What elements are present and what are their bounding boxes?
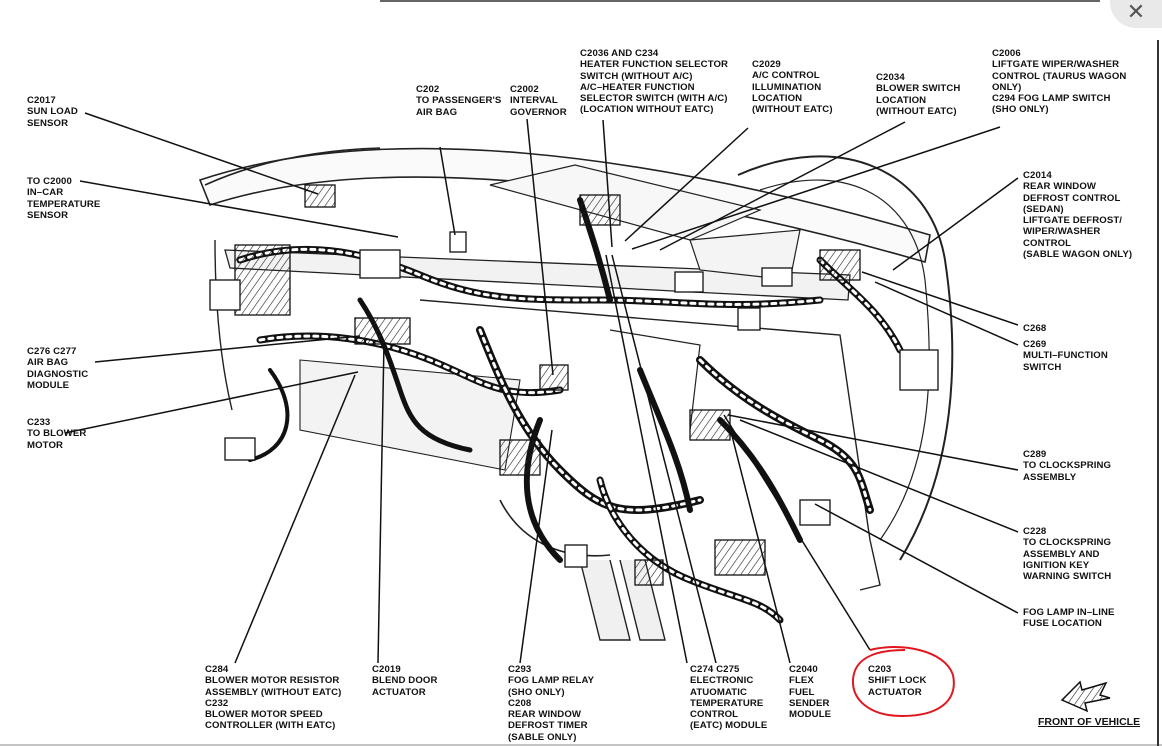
connectors bbox=[209, 184, 939, 586]
label-c293-fog-lamp-relay: C293 FOG LAMP RELAY (SHO ONLY) C208 REAR… bbox=[508, 664, 595, 743]
label-c268: C268 bbox=[1023, 323, 1047, 334]
label-c2014-rear-defrost: C2014 REAR WINDOW DEFROST CONTROL (SEDAN… bbox=[1023, 170, 1133, 261]
label-c2036-heater-selector: C2036 AND C234 HEATER FUNCTION SELECTOR … bbox=[580, 48, 729, 116]
label-fog-lamp-fuse: FOG LAMP IN–LINE FUSE LOCATION bbox=[1023, 607, 1115, 630]
front-of-vehicle-label: FRONT OF VEHICLE bbox=[1038, 716, 1141, 728]
highlight-circle bbox=[851, 646, 955, 718]
label-c2002-interval-governor: C2002 INTERVAL GOVERNOR bbox=[510, 84, 567, 118]
label-c203-shift-lock: C203 SHIFT LOCK ACTUATOR bbox=[868, 664, 927, 698]
label-c2034-blower-switch: C2034 BLOWER SWITCH LOCATION (WITHOUT EA… bbox=[876, 72, 961, 117]
label-c2017-sun-load-sensor: C2017 SUN LOAD SENSOR bbox=[27, 95, 78, 129]
close-button[interactable]: ✕ bbox=[1110, 0, 1162, 28]
close-icon: ✕ bbox=[1126, 0, 1146, 25]
label-c269-multi-function-switch: C269 MULTI–FUNCTION SWITCH bbox=[1023, 339, 1108, 373]
leader-lines bbox=[64, 112, 1019, 664]
harness-bundles bbox=[236, 197, 904, 624]
label-c2000-in-car-temp-sensor: TO C2000 IN–CAR TEMPERATURE SENSOR bbox=[27, 176, 101, 221]
label-c2019-blend-door: C2019 BLEND DOOR ACTUATOR bbox=[372, 664, 438, 698]
label-c276-air-bag-module: C276 C277 AIR BAG DIAGNOSTIC MODULE bbox=[27, 346, 89, 391]
label-c233-blower-motor: C233 TO BLOWER MOTOR bbox=[27, 417, 87, 451]
label-c2040-flex-fuel: C2040 FLEX FUEL SENDER MODULE bbox=[789, 664, 832, 721]
label-c202-passenger-air-bag: C202 TO PASSENGER'S AIR BAG bbox=[416, 84, 502, 118]
label-c2029-ac-illumination: C2029 A/C CONTROL ILLUMINATION LOCATION … bbox=[752, 59, 833, 116]
dash-shell bbox=[198, 147, 954, 641]
front-arrow-icon bbox=[1060, 680, 1111, 713]
label-c228-clockspring-ignition: C228 TO CLOCKSPRING ASSEMBLY AND IGNITIO… bbox=[1023, 526, 1112, 583]
label-c284-blower-resistor: C284 BLOWER MOTOR RESISTOR ASSEMBLY (WIT… bbox=[205, 664, 342, 732]
label-c274-eatc-module: C274 C275 ELECTRONIC ATUOMATIC TEMPERATU… bbox=[690, 664, 768, 732]
label-c2006-liftgate-wiper: C2006 LIFTGATE WIPER/WASHER CONTROL (TAU… bbox=[992, 48, 1127, 116]
label-c289-clockspring: C289 TO CLOCKSPRING ASSEMBLY bbox=[1023, 449, 1112, 483]
